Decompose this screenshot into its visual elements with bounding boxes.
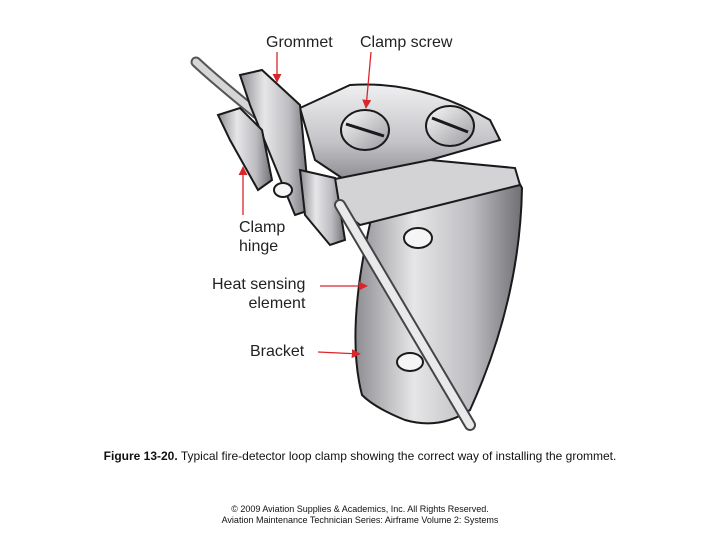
- clamp-screw-arrow: [362, 51, 372, 109]
- bracket-upper-hole: [403, 227, 433, 249]
- label-clamp-screw: Clamp screw: [360, 34, 453, 51]
- caption-text: Typical fire-detector loop clamp showing…: [180, 449, 617, 463]
- figure-caption: Figure 13-20. Typical fire-detector loop…: [0, 449, 720, 463]
- bracket-lower-hole: [396, 352, 424, 372]
- label-bracket: Bracket: [250, 343, 305, 360]
- label-grommet: Grommet: [266, 34, 333, 51]
- clamp-screw-right: [425, 105, 475, 147]
- copyright-line-1: © 2009 Aviation Supplies & Academics, In…: [231, 504, 489, 514]
- label-heat-sensing-element: Heat sensing element: [212, 276, 306, 312]
- copyright-notice: © 2009 Aviation Supplies & Academics, In…: [0, 504, 720, 526]
- label-clamp-hinge: Clamp hinge: [239, 219, 286, 255]
- clamp-screw-left: [340, 109, 390, 151]
- figure-number: Figure 13-20.: [103, 449, 178, 463]
- copyright-line-2: Aviation Maintenance Technician Series: …: [221, 515, 499, 525]
- bracket-arrow: [317, 349, 361, 359]
- clamp-hinge: [216, 106, 274, 192]
